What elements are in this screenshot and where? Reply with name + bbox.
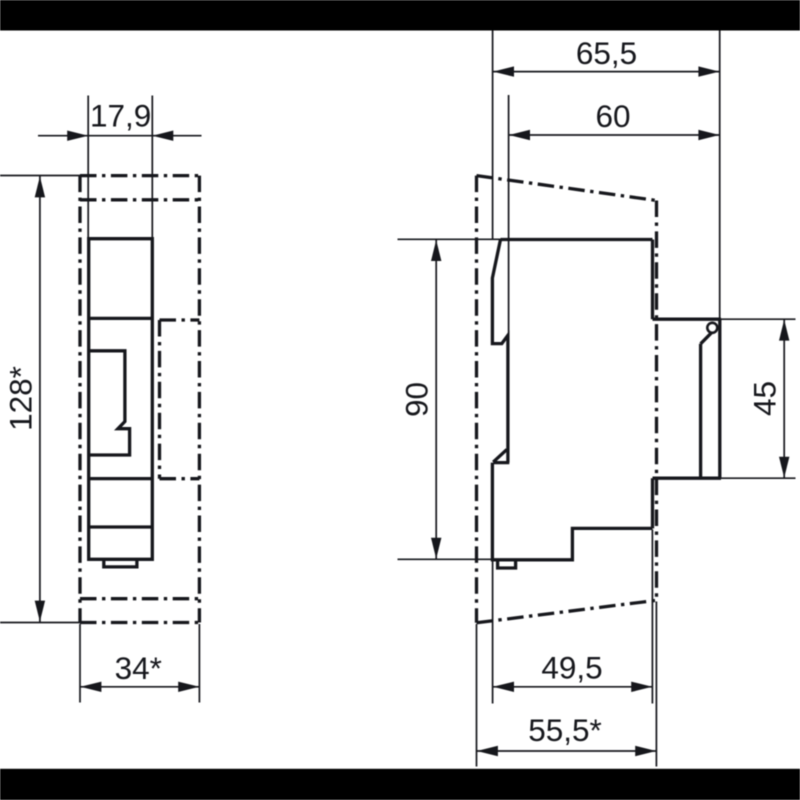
svg-text:90: 90 <box>399 382 435 417</box>
svg-text:17,9: 17,9 <box>90 98 151 134</box>
svg-text:65,5: 65,5 <box>576 35 637 71</box>
svg-text:60: 60 <box>595 98 630 134</box>
svg-text:128*: 128* <box>3 366 39 431</box>
svg-text:55,5*: 55,5* <box>528 712 602 748</box>
svg-text:45: 45 <box>747 381 783 416</box>
svg-text:49,5: 49,5 <box>541 650 602 686</box>
svg-text:34*: 34* <box>115 650 162 686</box>
